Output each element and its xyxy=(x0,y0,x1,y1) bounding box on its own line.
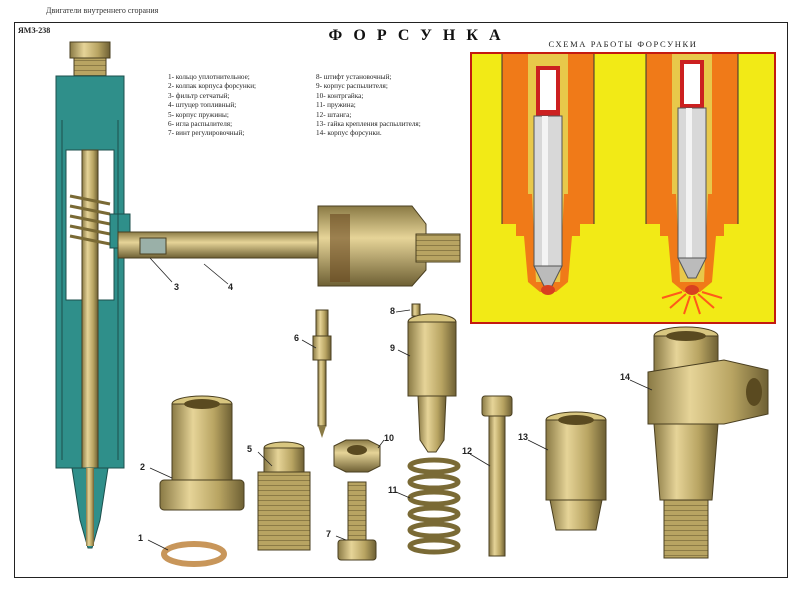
callout-5: 5 xyxy=(247,444,253,454)
legend-item: 11- пружина; xyxy=(316,101,356,110)
callout-1: 1 xyxy=(138,533,144,543)
leader-lines xyxy=(147,257,653,551)
legend-item: 6- игла распылителя; xyxy=(168,120,233,129)
legend-item: 1- кольцо уплотнительное; xyxy=(168,73,250,81)
legend-left: 1- кольцо уплотнительное; 2- колпак корп… xyxy=(168,73,256,139)
callout-10: 10 xyxy=(384,433,395,443)
injector-open-section xyxy=(645,54,739,295)
part-13-nozzle-nut xyxy=(545,411,607,531)
legend-item: 7- винт регулировочный; xyxy=(168,129,245,138)
callout-14: 14 xyxy=(620,372,631,382)
legend-item: 3- фильтр сетчатый; xyxy=(168,91,230,100)
part-14-injector-body xyxy=(647,326,769,559)
injector-closed-section xyxy=(501,54,595,295)
legend-item: 13- гайка крепления распылителя; xyxy=(316,120,421,129)
callout-6: 6 xyxy=(294,333,300,343)
callout-9: 9 xyxy=(390,343,396,353)
legend-item: 8- штифт установочный; xyxy=(316,73,392,81)
part-1-seal-ring xyxy=(161,541,227,567)
part-10-lock-nut xyxy=(333,439,381,473)
part-2-cap xyxy=(159,395,245,511)
scheme-panel xyxy=(470,52,776,324)
injector-cutaway xyxy=(55,41,131,549)
callout-13: 13 xyxy=(518,432,529,442)
part-5-spring-housing xyxy=(257,441,311,551)
scheme-drawing xyxy=(501,54,739,315)
part-7-adjusting-screw xyxy=(337,481,377,561)
legend-item: 4- штуцер топливный; xyxy=(168,101,237,110)
scheme-title: СХЕМА РАБОТЫ ФОРСУНКИ xyxy=(548,39,698,49)
fuel-inlet-fitting xyxy=(117,205,461,287)
callout-3: 3 xyxy=(174,282,180,292)
callout-2: 2 xyxy=(140,462,146,472)
callout-4: 4 xyxy=(228,282,234,292)
legend-item: 9- корпус распылителя; xyxy=(316,82,388,91)
top-caption: Двигатели внутреннего сгорания xyxy=(46,6,159,15)
legend-right: 8- штифт установочный; 9- корпус распыли… xyxy=(316,73,421,139)
poster-title: ФОРСУНКА xyxy=(328,27,512,44)
legend-item: 5- корпус пружины; xyxy=(168,110,229,119)
poster-code: ЯМЗ-238 xyxy=(18,26,51,35)
part-11-spring xyxy=(407,457,461,555)
part-8-pin xyxy=(411,303,421,317)
part-12-rod xyxy=(481,395,513,557)
part-6-needle xyxy=(312,309,332,438)
legend-item: 14- корпус форсунки. xyxy=(316,129,382,138)
poster-frame xyxy=(14,22,788,578)
callout-12: 12 xyxy=(462,446,473,456)
spring-section xyxy=(69,194,111,246)
legend-item: 12- штанга; xyxy=(316,110,352,119)
legend-item: 10- контргайка; xyxy=(316,91,364,100)
legend-item: 2- колпак корпуса форсунки; xyxy=(168,82,257,91)
callout-8: 8 xyxy=(390,306,396,316)
callout-11: 11 xyxy=(388,485,398,495)
fuel-spray xyxy=(661,291,723,315)
callout-7: 7 xyxy=(326,529,332,539)
part-9-nozzle-body xyxy=(407,313,457,453)
